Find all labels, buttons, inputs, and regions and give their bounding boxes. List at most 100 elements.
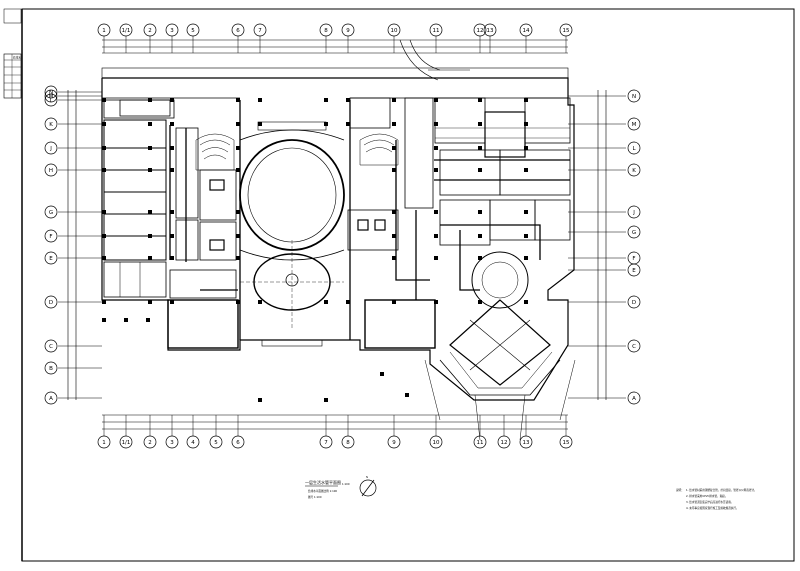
grid-top-6: 7 — [253, 23, 267, 37]
grid-right-10-label: N — [632, 94, 636, 100]
column — [478, 98, 482, 102]
north-arrow: N — [359, 475, 377, 497]
grid-right-10: N — [627, 89, 641, 103]
grid-bottom-9-label: 9 — [392, 440, 396, 446]
grid-left-0: A — [44, 391, 58, 405]
column — [102, 210, 106, 214]
column — [148, 256, 152, 260]
grid-right-7-label: K — [632, 168, 636, 174]
grid-bottom-13: 13 — [519, 435, 533, 449]
grid-right-0: A — [627, 391, 641, 405]
stamp-box: 给排水 — [3, 53, 22, 99]
service-core-rooms — [119, 97, 436, 349]
notes-block: 说明： 1. 给水管材采用钢塑复合管，丝扣连接，管径以公称直径计。 2. 排水管… — [676, 488, 757, 510]
grid-right-7: K — [627, 163, 641, 177]
column — [434, 122, 438, 126]
grid-top-14-label: 15 — [563, 28, 570, 34]
column — [170, 168, 174, 172]
grid-top-11-label: 12 — [477, 28, 484, 34]
grid-bottom-12-label: 12 — [501, 440, 508, 446]
grid-bottom-5-label: 5 — [214, 440, 218, 446]
grid-bottom-14-label: 15 — [563, 440, 570, 446]
notes-heading: 说明： — [676, 488, 684, 492]
grid-top-7: 8 — [319, 23, 333, 37]
column — [102, 256, 106, 260]
column — [258, 98, 262, 102]
grid-left-4-label: E — [49, 256, 53, 262]
grid-top-6-label: 7 — [258, 28, 262, 34]
grid-left-10: L — [44, 93, 58, 107]
grid-right-1-label: C — [632, 344, 636, 350]
notes-line-3: 3. 给水管道安装完毕后应进行水压试验。 — [686, 500, 733, 504]
column — [236, 210, 240, 214]
access-road — [399, 39, 470, 81]
grid-top-2: 2 — [143, 23, 157, 37]
column — [346, 98, 350, 102]
grid-bottom-0-label: 1 — [102, 440, 106, 446]
revision-box — [3, 8, 22, 24]
grid-right-5: G — [627, 225, 641, 239]
column — [148, 146, 152, 150]
grid-top-7-label: 8 — [324, 28, 328, 34]
grid-right-3: E — [627, 263, 641, 277]
grid-top-4: 5 — [186, 23, 200, 37]
grid-top-13: 14 — [519, 23, 533, 37]
column — [478, 234, 482, 238]
grid-right-3-label: E — [632, 268, 636, 274]
grid-right-4: F — [627, 251, 641, 265]
column — [236, 122, 240, 126]
column — [170, 146, 174, 150]
grid-left-1: B — [44, 361, 58, 375]
column — [478, 210, 482, 214]
column — [346, 122, 350, 126]
grid-left-12: N — [44, 85, 58, 99]
column — [170, 256, 174, 260]
grid-bottom-11: 11 — [473, 435, 487, 449]
grid-top-1: 1/1 — [119, 23, 133, 37]
grid-top-5-label: 6 — [236, 28, 240, 34]
grid-left-11-label: M — [49, 94, 54, 100]
grid-bottom-6-label: 6 — [236, 440, 240, 446]
grid-left-3: D — [44, 295, 58, 309]
grid-bottom-13-label: 13 — [523, 440, 530, 446]
column — [148, 234, 152, 238]
column — [258, 300, 262, 304]
column — [434, 146, 438, 150]
drawing-title-block: 一层生活水管平面图 1:100 给排水平面图比例 1:100 图号 1:100 — [305, 479, 350, 499]
grid-bottom-5: 5 — [209, 435, 223, 449]
grid-left-7-label: H — [49, 168, 53, 174]
column — [258, 122, 262, 126]
column — [236, 234, 240, 238]
grid-top-13-label: 14 — [523, 28, 530, 34]
north-arrow-label: N — [366, 475, 368, 479]
column — [392, 168, 396, 172]
grid-bottom-10: 10 — [429, 435, 443, 449]
column — [148, 168, 152, 172]
column — [170, 210, 174, 214]
drawing-subtitle-1: 给排水平面图比例 1:100 — [308, 489, 337, 493]
notes-line-1: 1. 给水管材采用钢塑复合管，丝扣连接，管径以公称直径计。 — [686, 488, 757, 492]
column — [478, 256, 482, 260]
notes-line-4: 4. 未尽事宜按国家现行施工及验收规范执行。 — [686, 506, 739, 510]
corner-rotunda — [424, 251, 576, 441]
column — [324, 98, 328, 102]
grid-left-5-label: F — [49, 234, 52, 240]
column — [434, 300, 438, 304]
grid-top-3: 3 — [165, 23, 179, 37]
grid-top-5: 6 — [231, 23, 245, 37]
grid-right-5-label: G — [632, 230, 636, 236]
grid-bottom-4: 4 — [186, 435, 200, 449]
grid-bottom-11-label: 11 — [477, 440, 484, 446]
grid-right-2: D — [627, 295, 641, 309]
grid-top-3-label: 3 — [170, 28, 174, 34]
grid-bottom-10-label: 10 — [433, 440, 440, 446]
column — [102, 168, 106, 172]
column — [236, 146, 240, 150]
grid-bottom-12: 12 — [497, 435, 511, 449]
column — [524, 146, 528, 150]
column — [434, 98, 438, 102]
column — [102, 300, 106, 304]
drawing-scale: 1:100 — [342, 482, 350, 486]
grid-right-8: L — [627, 141, 641, 155]
grid-bottom-2: 2 — [143, 435, 157, 449]
